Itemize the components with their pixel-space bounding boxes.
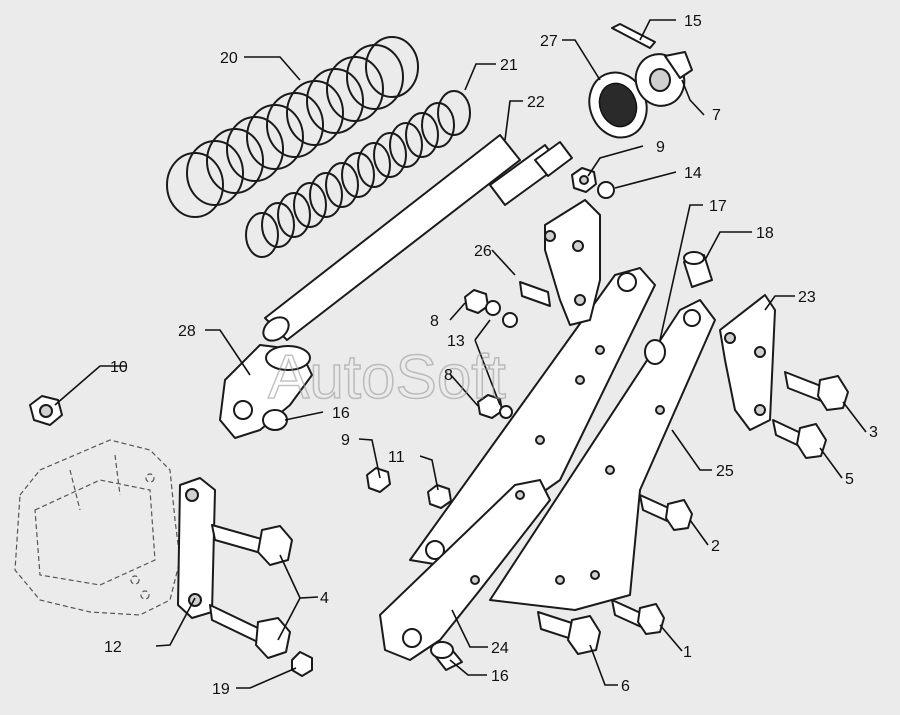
callout-4: 4 <box>320 590 329 607</box>
callout-2: 2 <box>711 538 720 555</box>
nut-9-upper <box>571 167 597 193</box>
callout-18: 18 <box>756 225 774 242</box>
callout-20: 20 <box>220 50 238 67</box>
bolt-5 <box>772 419 827 459</box>
small-coil-spring <box>245 90 471 258</box>
callout-14: 14 <box>684 165 702 182</box>
bushing-17 <box>644 339 666 365</box>
callout-1: 1 <box>683 644 692 661</box>
watermark: AutoSoft <box>268 343 506 412</box>
large-coil-spring <box>166 36 419 218</box>
callout-27: 27 <box>540 33 558 50</box>
grease-fitting <box>291 651 313 677</box>
callout-10: 10 <box>110 359 128 376</box>
callout-15: 15 <box>684 13 702 30</box>
cap-7 <box>634 51 693 107</box>
callout-16-upper: 16 <box>332 405 350 422</box>
leader-lines <box>54 19 867 689</box>
bracket-plate-23 <box>719 294 776 431</box>
bushing-18 <box>683 251 713 288</box>
callout-19: 19 <box>212 681 230 698</box>
callout-11: 11 <box>388 449 405 466</box>
housing-outline <box>14 439 181 616</box>
nut-9-lower <box>366 467 391 493</box>
seal-27 <box>588 71 648 139</box>
callout-12: 12 <box>104 639 122 656</box>
bolt-3 <box>784 371 849 411</box>
callout-23: 23 <box>798 289 816 306</box>
callout-17: 17 <box>709 198 727 215</box>
nut-11 <box>427 484 452 509</box>
bolts-4 <box>209 524 293 659</box>
bolt-2 <box>639 494 693 531</box>
cotter-pin-15 <box>611 23 656 49</box>
bolt-1 <box>611 599 665 635</box>
callout-9-upper: 9 <box>656 139 665 156</box>
nut-10 <box>29 395 63 426</box>
callout-7: 7 <box>712 107 721 124</box>
bushing-16-upper <box>262 409 288 431</box>
callout-22: 22 <box>527 94 545 111</box>
callout-13: 13 <box>447 333 465 350</box>
washer-14 <box>597 181 615 199</box>
callout-labels: 1 2 3 4 5 6 7 8 8 9 9 10 11 12 13 14 15 … <box>104 13 878 698</box>
callout-6: 6 <box>621 678 630 695</box>
callout-3: 3 <box>869 424 878 441</box>
plate-12 <box>177 477 216 619</box>
callout-9-lower: 9 <box>341 432 350 449</box>
callout-26: 26 <box>474 243 492 260</box>
callout-8-upper: 8 <box>430 313 439 330</box>
washers-13 <box>485 300 518 328</box>
guide-rod <box>262 134 573 342</box>
bolt-6 <box>537 611 601 655</box>
rod-yoke <box>219 344 313 439</box>
link-plate <box>544 199 601 326</box>
nut-8-lower <box>477 394 513 419</box>
lever-24 <box>379 479 551 661</box>
callout-16-lower: 16 <box>491 668 509 685</box>
callout-24: 24 <box>491 640 509 657</box>
callout-5: 5 <box>845 471 854 488</box>
callout-8-lower: 8 <box>444 367 453 384</box>
callout-25: 25 <box>716 463 734 480</box>
callout-28: 28 <box>178 323 196 340</box>
nut-8-upper <box>464 289 489 314</box>
callout-21: 21 <box>500 57 518 74</box>
pin-26 <box>519 281 551 307</box>
